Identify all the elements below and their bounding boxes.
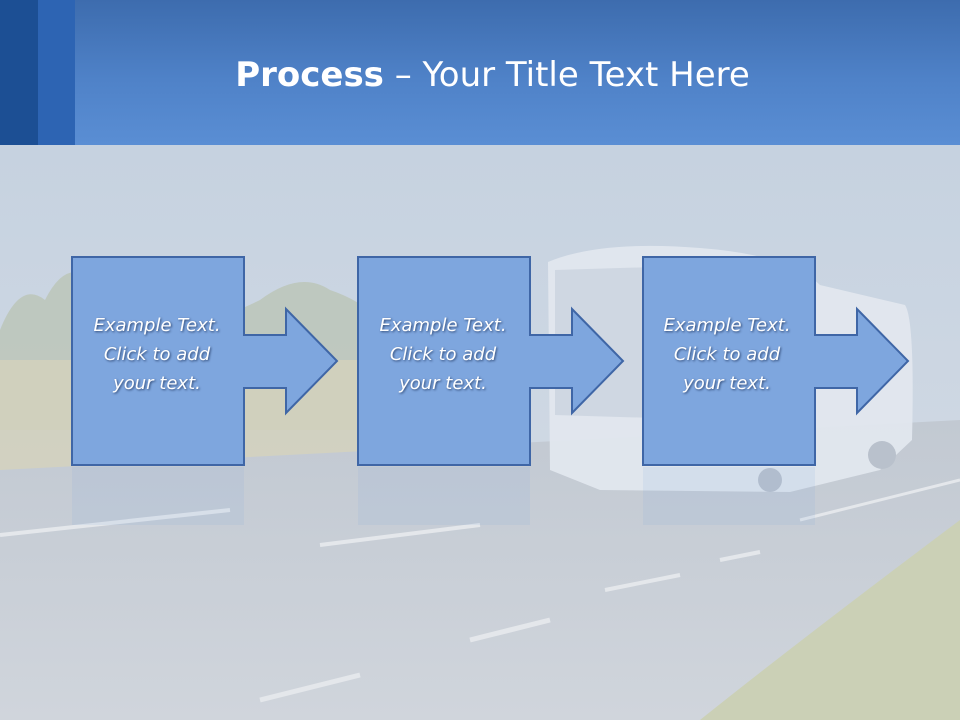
step-3-line1: Example Text. [663, 315, 791, 336]
step-2-arrow-box[interactable] [357, 256, 625, 466]
step-2-line1: Example Text. [379, 315, 507, 336]
slide-title[interactable]: Process – Your Title Text Here [0, 52, 960, 98]
title-rest: – Your Title Text Here [383, 55, 750, 95]
step-2-line3: your text. [399, 373, 487, 394]
step-3-text[interactable]: Example Text. Click to add your text. [641, 311, 813, 398]
banner-accent [38, 0, 75, 145]
step-3-arrow-box[interactable] [642, 256, 910, 466]
title-bold: Process [235, 55, 384, 95]
step-3-line3: your text. [683, 373, 771, 394]
step-2-text[interactable]: Example Text. Click to add your text. [357, 311, 529, 398]
step-1-text[interactable]: Example Text. Click to add your text. [71, 311, 243, 398]
banner-accent-dark [0, 0, 38, 145]
step-1-line1: Example Text. [93, 315, 221, 336]
step-2-line2: Click to add [389, 344, 497, 365]
step-3-line2: Click to add [673, 344, 781, 365]
step-1-arrow-box[interactable] [71, 256, 339, 466]
title-banner: Process – Your Title Text Here [0, 0, 960, 145]
step-3-reflection [643, 467, 815, 525]
step-1-line2: Click to add [103, 344, 211, 365]
step-2-reflection [358, 467, 530, 525]
step-1-reflection [72, 467, 244, 525]
step-1-line3: your text. [113, 373, 201, 394]
